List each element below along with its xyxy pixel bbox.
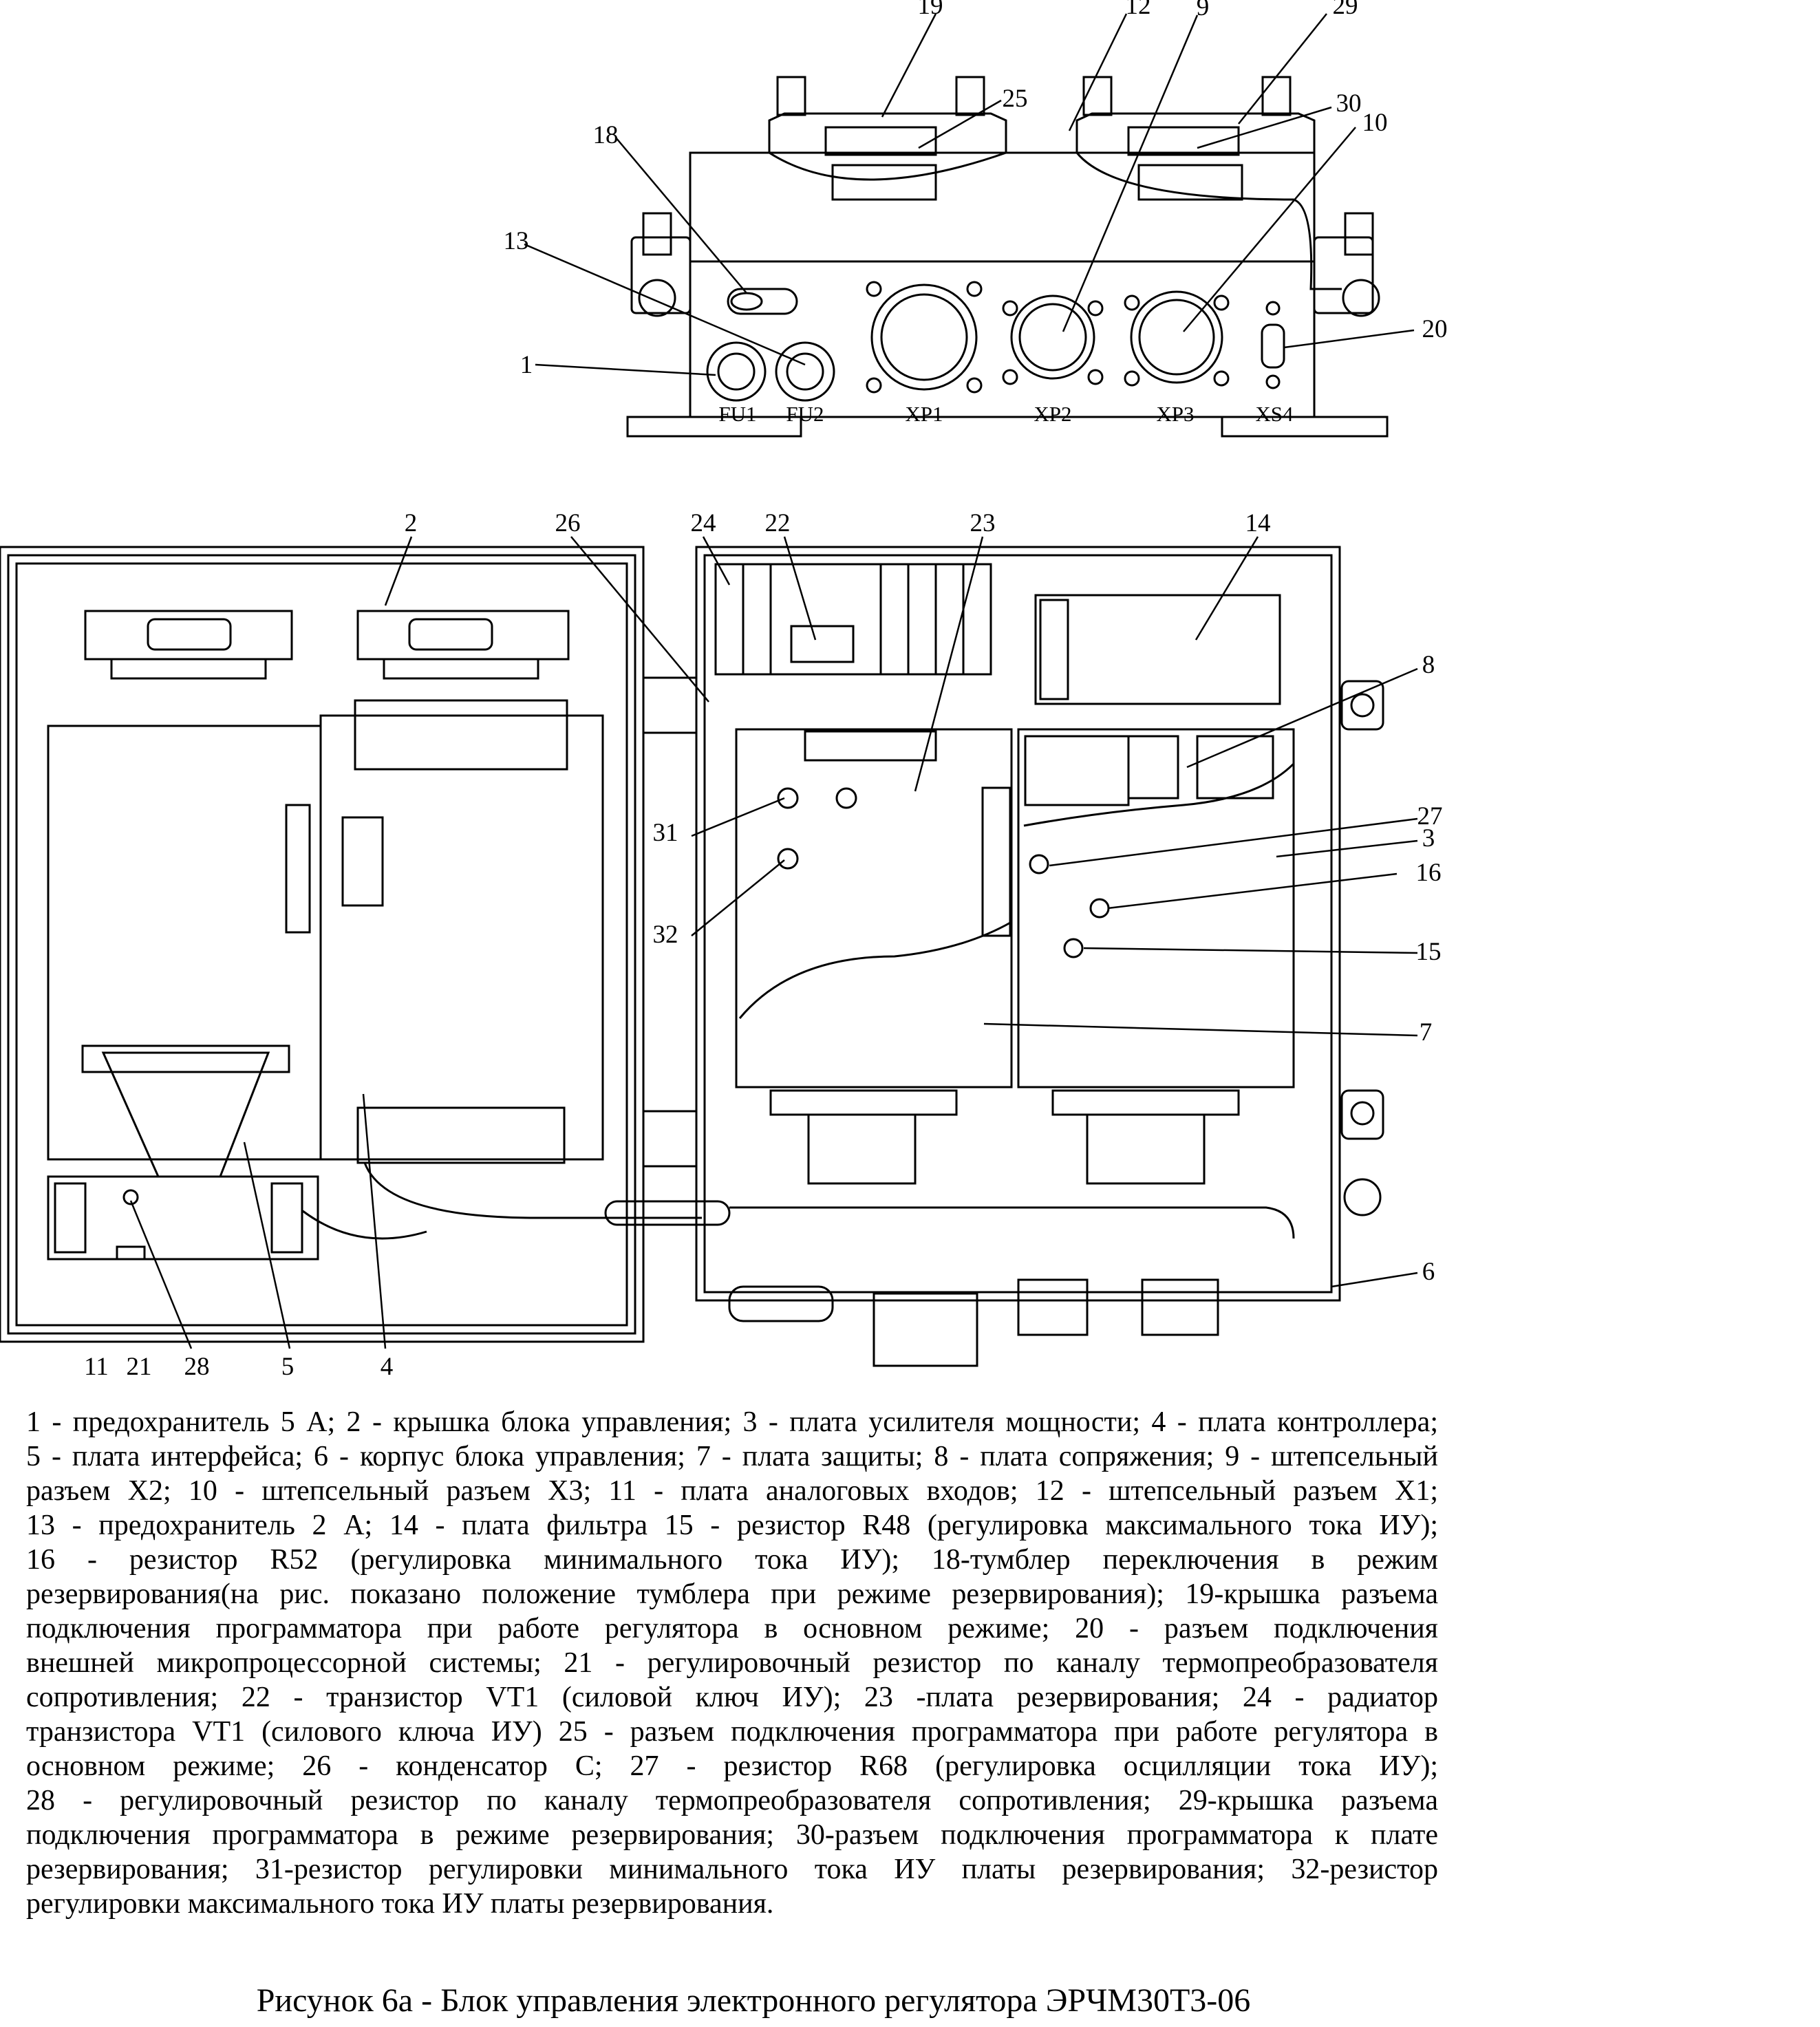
connector-xs4	[1261, 323, 1285, 369]
heatsink	[714, 563, 992, 676]
connector-label: XP1	[905, 402, 943, 426]
programmer-cover-reserve	[1075, 76, 1342, 290]
callout: 1	[520, 351, 533, 379]
legend-line: резервирования(на рис. показано положени…	[26, 1578, 1438, 1610]
callout: 12	[1126, 0, 1151, 20]
unit-body-front	[689, 151, 1316, 418]
callout: 10	[1362, 109, 1388, 137]
callout: 23	[970, 509, 996, 537]
legend-line: внешней микропроцессорной системы; 21 - …	[26, 1647, 1438, 1679]
callout: 2	[405, 509, 418, 537]
callout: 30	[1336, 89, 1362, 118]
callout-labels-top: 19 12 9 29 25 30 10 18 13 1 20	[504, 0, 1448, 379]
legend-line: сопротивления; 22 - транзистор VT1 (сило…	[26, 1682, 1438, 1713]
callout: 3	[1422, 824, 1435, 852]
legend-line: основном режиме; 26 - конденсатор C; 27 …	[26, 1750, 1438, 1782]
callout: 27	[1417, 802, 1443, 830]
connector-label: FU1	[718, 402, 756, 426]
legend-line: регулировки максимального тока ИУ платы …	[26, 1888, 774, 1920]
connector-label: FU2	[786, 402, 824, 426]
callout: 32	[653, 921, 678, 949]
body-view	[604, 546, 1384, 1367]
callout: 14	[1245, 509, 1271, 537]
controller-board	[319, 714, 604, 1161]
connector-xp1	[870, 283, 978, 391]
connector-xp3	[1130, 290, 1223, 384]
legend-line: разъем X2; 10 - штепсельный разъем X3; 1…	[26, 1475, 1438, 1507]
callout: 28	[184, 1353, 210, 1376]
legend-line: резервирования; 31-резистор регулировки …	[26, 1854, 1438, 1885]
programmer-cover-main	[768, 76, 1007, 201]
callout: 11	[84, 1353, 109, 1376]
front-panel-view	[626, 76, 1389, 438]
legend-line: 13 - предохранитель 2 А; 14 - плата филь…	[26, 1510, 1438, 1541]
analog-inputs-board	[47, 1175, 319, 1261]
callout: 25	[1003, 85, 1028, 113]
callout: 19	[918, 0, 943, 20]
callout: 9	[1197, 0, 1210, 21]
callout: 8	[1422, 651, 1435, 679]
legend-line: подключения программатора при работе рег…	[26, 1613, 1438, 1644]
callout: 21	[127, 1353, 152, 1376]
reserve-board	[735, 728, 1013, 1088]
callout: 16	[1416, 859, 1442, 887]
callout: 20	[1422, 315, 1448, 343]
power-amplifier-board	[1017, 728, 1295, 1088]
callout: 15	[1416, 938, 1442, 966]
figure-title: Рисунок 6а - Блок управления электронног…	[256, 1982, 1251, 2019]
legend-line: 1 - предохранитель 5 А; 2 - крышка блока…	[26, 1406, 1438, 1438]
leader-lines	[129, 13, 1418, 1349]
callout: 4	[381, 1353, 394, 1376]
legend-line: 16 - резистор R52 (регулировка минимальн…	[26, 1544, 1438, 1576]
legend-line: 28 - регулировочный резистор по каналу т…	[26, 1785, 1438, 1816]
figure-legend: 1 - предохранитель 5 А; 2 - крышка блока…	[26, 1405, 1438, 1921]
connector-label: XP3	[1156, 402, 1194, 426]
callout: 18	[593, 121, 619, 149]
legend-line: подключения программатора в режиме резер…	[26, 1819, 1438, 1851]
callout: 26	[555, 509, 581, 537]
connector-label: XP2	[1034, 402, 1071, 426]
connector-label: XS4	[1255, 402, 1294, 426]
callout: 22	[765, 509, 791, 537]
fuse-fu2	[775, 341, 835, 402]
callout: 7	[1420, 1018, 1433, 1047]
legend-line: 5 - плата интерфейса; 6 - корпус блока у…	[26, 1441, 1438, 1472]
connector-labels: FU1 FU2 XP1 XP2 XP3 XS4	[718, 402, 1294, 426]
callout: 5	[281, 1353, 295, 1376]
connector-xp2	[1010, 294, 1095, 380]
callout: 31	[653, 819, 678, 847]
technical-drawing: 19 12 9 29 25 30 10 18 13 1 20 FU1 FU2 X…	[0, 0, 1448, 1376]
legend-line: транзистора VT1 (силового ключа ИУ) 25 -…	[26, 1716, 1438, 1748]
callout-labels-bottom: 2 26 24 22 23 14 8 27 3 16 31 32 15 7 6 …	[84, 509, 1442, 1376]
interface-board	[47, 725, 322, 1161]
cover-view	[0, 546, 702, 1343]
reserve-toggle-switch	[727, 288, 798, 315]
callout: 6	[1422, 1258, 1435, 1286]
filter-board	[1034, 594, 1281, 705]
transistor-vt1	[790, 625, 855, 663]
fuse-fu1	[706, 341, 767, 402]
callout: 13	[504, 227, 529, 255]
callout: 29	[1333, 0, 1358, 20]
callout: 24	[691, 509, 716, 537]
